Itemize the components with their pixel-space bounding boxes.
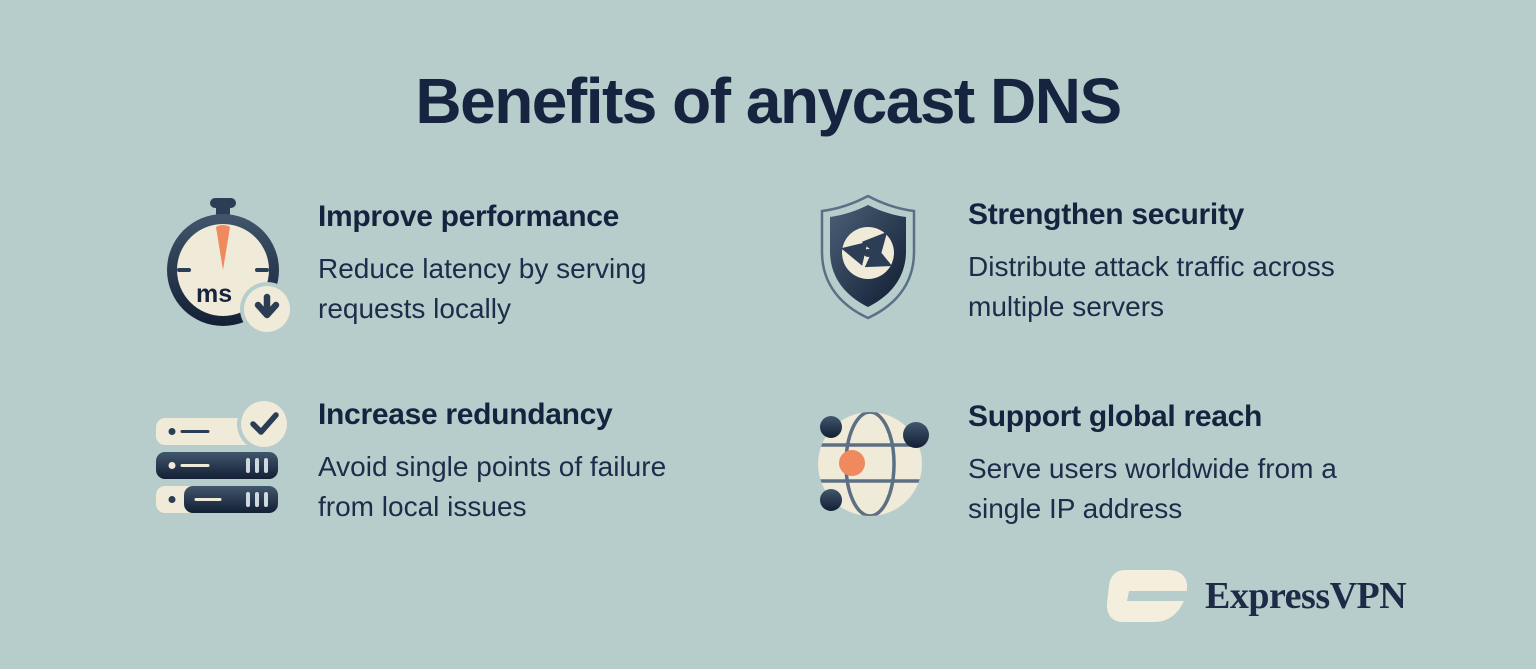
benefit-description: Serve users worldwide from a single IP a… [968,453,1337,524]
benefit-card-global: Support global reach Serve users worldwi… [798,390,1360,540]
benefit-heading: Support global reach [968,400,1263,433]
benefit-text-performance: Improve performance Reduce latency by se… [318,190,710,329]
benefit-heading: Improve performance [318,200,620,233]
benefit-description: Reduce latency by serving requests local… [318,253,647,324]
expressvpn-logo: ExpressVPN [1105,568,1407,624]
stopwatch-ms-label: ms [196,280,232,308]
server-stack-icon [148,388,298,538]
benefit-heading: Strengthen security [968,198,1245,231]
benefit-card-security: Strengthen security Distribute attack tr… [798,188,1360,338]
benefit-heading: Increase redundancy [318,398,613,431]
stopwatch-icon: ms [148,190,298,340]
globe-icon [798,390,948,540]
expressvpn-logomark-icon [1106,570,1189,622]
benefit-card-performance: ms Improve performance Reduce latency by… [148,190,710,340]
benefit-text-global: Support global reach Serve users worldwi… [968,390,1360,529]
benefit-card-redundancy: Increase redundancy Avoid single points … [148,388,710,538]
benefit-text-security: Strengthen security Distribute attack tr… [968,188,1360,327]
benefit-description: Avoid single points of failure from loca… [318,451,667,522]
page-title: Benefits of anycast DNS [415,65,1122,137]
benefit-description: Distribute attack traffic across multipl… [968,251,1335,322]
benefit-text-redundancy: Increase redundancy Avoid single points … [318,388,710,527]
shield-icon [798,188,948,338]
expressvpn-wordmark: ExpressVPN [1205,575,1407,617]
